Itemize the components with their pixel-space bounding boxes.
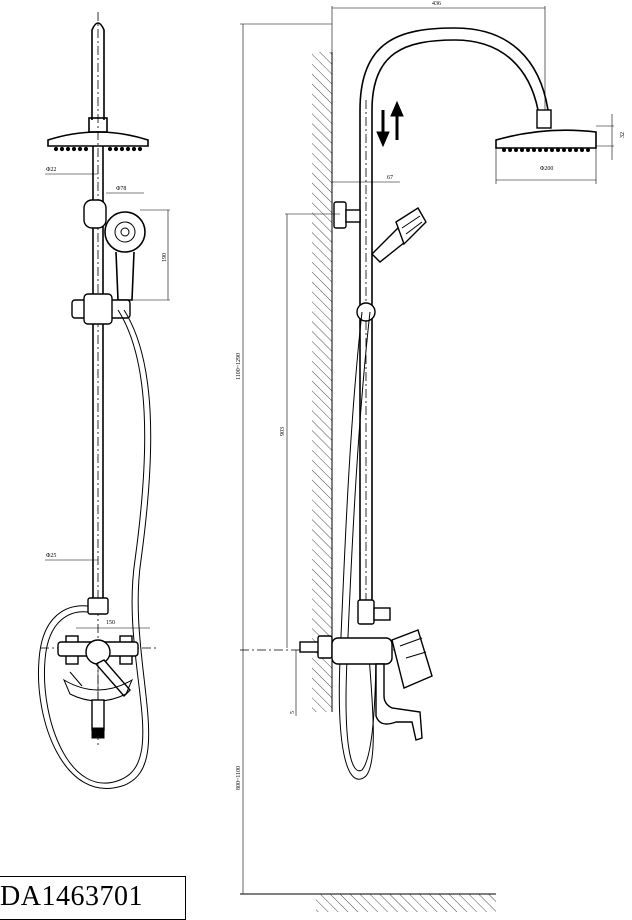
floor bbox=[316, 894, 496, 912]
hand-shower-front bbox=[104, 211, 146, 301]
mixer-body-front bbox=[40, 635, 156, 739]
arm-reach-label: 436 bbox=[432, 1, 441, 7]
mixer-height-label: 800~1100 bbox=[236, 766, 242, 790]
hand-shower-dia-label: Φ78 bbox=[116, 186, 126, 192]
front-view: Φ22 Φ78 190 Φ25 150 bbox=[37, 12, 170, 789]
slide-holder-front bbox=[71, 293, 131, 325]
mixer-body-side bbox=[299, 599, 433, 741]
pipe-dia-top-label: Φ22 bbox=[46, 167, 56, 173]
overhead-shower-head-side: Φ200 32 bbox=[495, 109, 626, 184]
holder-height-label: 190 bbox=[162, 253, 168, 262]
head-height-label: 32 bbox=[620, 132, 626, 138]
model-code-box: DA1463701 bbox=[0, 876, 186, 920]
model-code: DA1463701 bbox=[0, 881, 143, 912]
wall-offset-label: 67 bbox=[387, 175, 393, 181]
overhead-shower-head-front bbox=[47, 117, 149, 152]
up-down-arrows-icon bbox=[376, 100, 404, 148]
head-diameter-label: Φ200 bbox=[540, 166, 553, 172]
hand-shower-side bbox=[371, 207, 427, 263]
wall-bracket-side bbox=[333, 201, 361, 229]
total-height-label: 1100~1290 bbox=[236, 353, 242, 380]
pipe-dia-bottom-label: Φ25 bbox=[46, 553, 56, 559]
rail-height-label: 903 bbox=[280, 427, 286, 436]
wall-upper bbox=[312, 52, 332, 222]
mixer-spacing-label: 150 bbox=[106, 620, 115, 626]
side-view: 436 Φ200 32 bbox=[236, 1, 626, 912]
bottom-gap-label: 5 bbox=[290, 711, 296, 714]
wall-lower bbox=[312, 222, 332, 712]
